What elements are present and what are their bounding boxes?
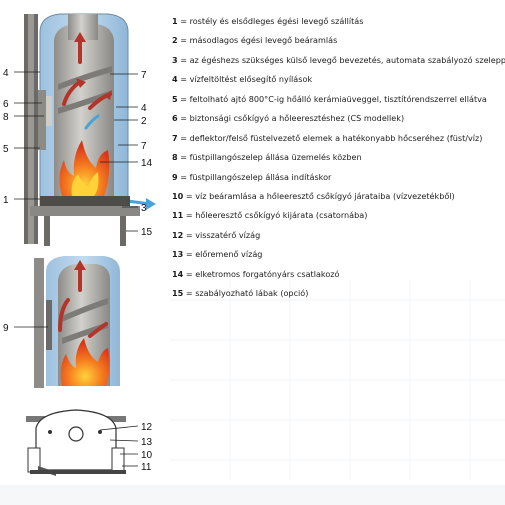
callout-7-top: 7 bbox=[141, 70, 147, 81]
main-section-view: 4 6 8 5 1 7 4 2 7 14 3 15 bbox=[3, 13, 156, 246]
firebox-2 bbox=[58, 264, 110, 386]
leg-right bbox=[120, 216, 126, 246]
grate bbox=[40, 196, 130, 206]
callout-3: 3 bbox=[141, 203, 147, 214]
callout-15: 15 bbox=[141, 227, 153, 238]
flue-pipe-2 bbox=[34, 258, 44, 388]
callout-10: 10 bbox=[141, 450, 153, 461]
callout-1: 1 bbox=[3, 195, 9, 206]
callout-6: 6 bbox=[3, 99, 9, 110]
leg-left bbox=[44, 216, 50, 246]
legend-item: 4 = vízfeltöltést elősegítő nyílások bbox=[172, 74, 313, 85]
door-frame bbox=[38, 90, 46, 150]
legend-item: 12 = visszatérő vízág bbox=[172, 229, 261, 240]
ash-drawer bbox=[30, 206, 140, 216]
deflector-plate-upper bbox=[58, 66, 112, 90]
legend-item: 9 = füstpillangószelep állása indításkor bbox=[172, 171, 332, 182]
legend-item: 5 = feltolható ajtó 800°C-ig hőálló kerá… bbox=[172, 93, 487, 104]
callout-4-left: 4 bbox=[3, 68, 9, 79]
callout-13: 13 bbox=[141, 437, 153, 448]
callout-9: 9 bbox=[3, 323, 9, 334]
legend-item: 14 = elketromos forgatónyárs csatlakozó bbox=[172, 268, 340, 279]
callout-7-mid: 7 bbox=[141, 141, 147, 152]
callout-4-right: 4 bbox=[141, 103, 147, 114]
legend-item: 15 = szabályozható lábak (opció) bbox=[172, 288, 309, 299]
legend-item: 11 = hőleeresztő csőkígyó kijárata (csat… bbox=[172, 210, 368, 221]
flame bbox=[59, 140, 110, 196]
legend-item: 8 = füstpillangószelep állása üzemelés k… bbox=[172, 152, 362, 163]
legend-item: 7 = deflektor/felső füstelvezető elemek … bbox=[172, 132, 483, 143]
flue-collar bbox=[68, 14, 98, 40]
legend-item: 1 = rostély és elsődleges égési levegő s… bbox=[172, 16, 364, 26]
startup-section-view: 9 bbox=[3, 256, 120, 388]
callout-5: 5 bbox=[3, 144, 9, 155]
legend-item: 6 = biztonsági csőkígyó a hőleeresztéshe… bbox=[172, 113, 405, 124]
callout-14: 14 bbox=[141, 158, 153, 169]
callout-12: 12 bbox=[141, 422, 153, 433]
flue-opening bbox=[68, 426, 84, 442]
deflector-plate-lower bbox=[58, 90, 112, 114]
callout-11: 11 bbox=[141, 462, 152, 473]
callout-2: 2 bbox=[141, 116, 147, 127]
legend-item: 3 = az égéshezs szükséges külső levegő b… bbox=[172, 54, 505, 65]
top-view: 12 13 10 11 bbox=[26, 409, 153, 476]
legend-item: 13 = előremenő vízág bbox=[172, 249, 263, 260]
firebox bbox=[54, 24, 114, 200]
legend-item: 2 = másodlagos égési levegő beáramlás bbox=[172, 35, 338, 46]
flame-2 bbox=[60, 338, 110, 386]
callout-8: 8 bbox=[3, 112, 9, 123]
legend-item: 10 = víz beáramlása a hőleeresztő csőkíg… bbox=[172, 190, 455, 201]
parts-legend: 1 = rostély és elsődleges égési levegő s… bbox=[172, 16, 505, 309]
